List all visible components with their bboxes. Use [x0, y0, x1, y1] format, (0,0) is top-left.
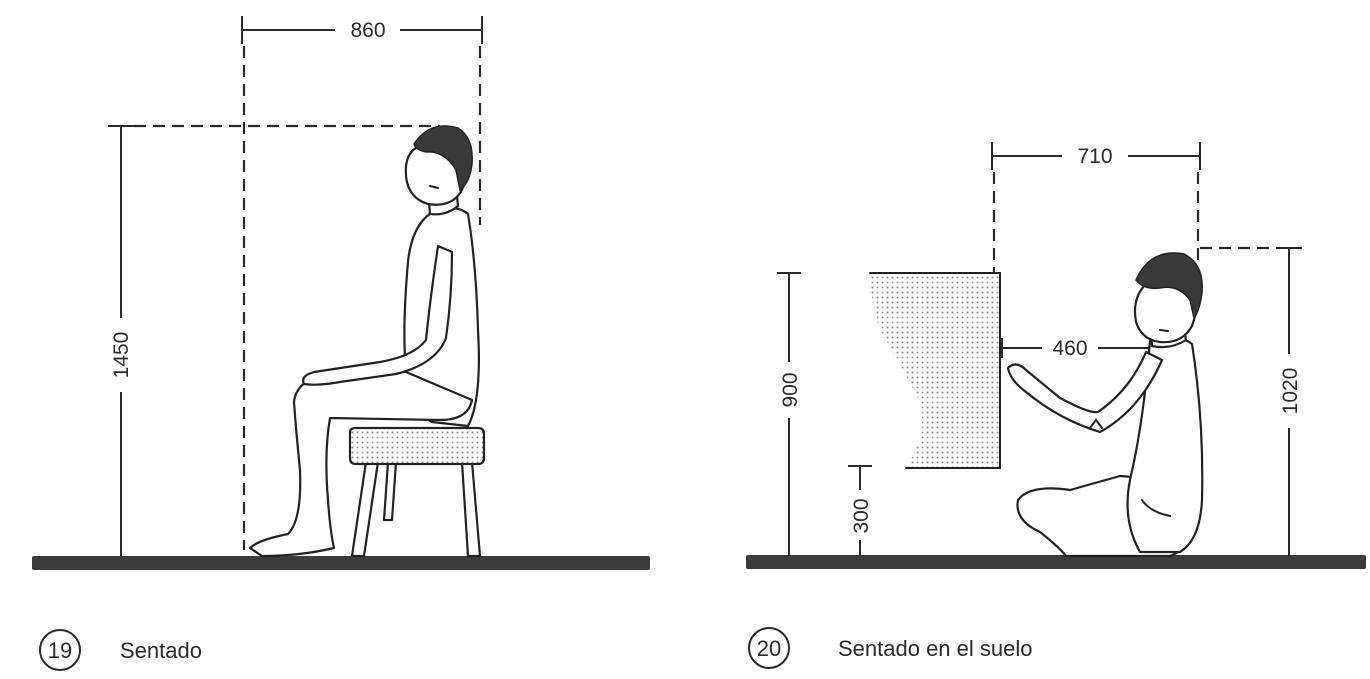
- figure-20-floor-seated: 710 900 300 460: [746, 142, 1366, 669]
- figure-title: Sentado en el suelo: [838, 636, 1033, 661]
- floor-seated-person-silhouette: [1006, 252, 1204, 558]
- figure-number-badge: [39, 629, 81, 671]
- floor-line: [746, 555, 1366, 569]
- height-dimension-1450: 1450: [108, 125, 134, 556]
- figure-number: 19: [48, 638, 72, 663]
- figure-number: 20: [757, 636, 781, 661]
- counter-height-dimension-900: 900: [777, 272, 802, 556]
- width-dimension-860: 860: [241, 16, 483, 44]
- eye-height-dimension-1020: 1020: [1276, 247, 1302, 556]
- dimension-label: 1450: [110, 332, 133, 379]
- floor-line: [32, 556, 650, 570]
- figure-title: Sentado: [120, 638, 202, 663]
- dimension-label: 710: [1077, 145, 1112, 168]
- seated-person-silhouette: [248, 125, 480, 558]
- counter-outline: [869, 272, 1001, 469]
- dimension-label: 460: [1052, 337, 1087, 360]
- dimension-label: 860: [350, 19, 385, 42]
- dimension-label: 1020: [1279, 368, 1302, 415]
- figure-number-badge: [748, 627, 790, 669]
- figure-20-caption: 20 Sentado en el suelo: [748, 627, 1033, 669]
- dimension-label: 900: [779, 372, 802, 407]
- reach-dimension-460: 460: [1001, 337, 1162, 360]
- width-dimension-710: 710: [991, 142, 1201, 170]
- dimension-label: 300: [850, 498, 873, 533]
- figure-19-seated: 860 1450: [32, 16, 650, 671]
- counter-block: [870, 273, 1000, 468]
- counter-bottom-dimension-300: 300: [848, 465, 873, 556]
- stool: [348, 426, 486, 558]
- figure-19-caption: 19 Sentado: [39, 629, 202, 671]
